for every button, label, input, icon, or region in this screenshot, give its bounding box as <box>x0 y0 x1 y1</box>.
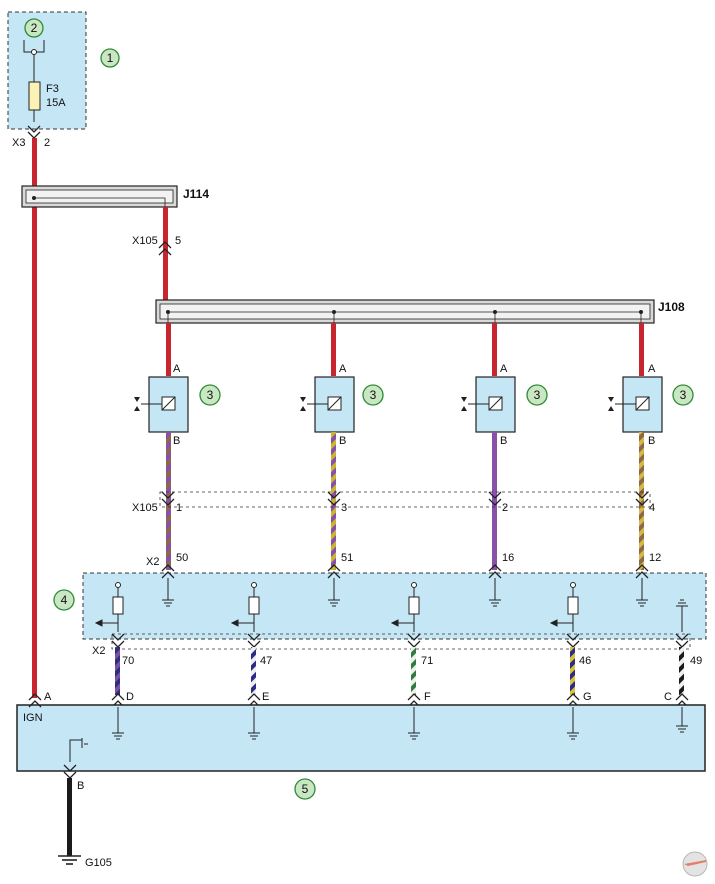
watermark-logo <box>682 851 708 877</box>
x105-top-pin: 5 <box>175 235 181 247</box>
lower-wire-g: 46 G <box>566 633 592 708</box>
relay-column-3: A B 2 16 <box>461 323 516 570</box>
ground-g105-label: G105 <box>85 857 112 869</box>
svg-text:3: 3 <box>680 388 687 402</box>
relay-1-x2-pin: 50 <box>176 552 188 564</box>
svg-text:3: 3 <box>370 388 377 402</box>
connector-x105-label: X105 <box>132 502 158 514</box>
splice-j114-label: J114 <box>183 187 209 201</box>
module-5: A IGN B <box>16 691 706 792</box>
module-ground-pin: B <box>77 780 84 792</box>
relay-4-x105-pin: 4 <box>649 502 655 514</box>
callout-3-relay-3: 3 <box>526 384 548 406</box>
lower-wire-c-module-pin: C <box>664 691 672 703</box>
fuse-box: F3 15A <box>7 11 87 130</box>
svg-text:5: 5 <box>302 782 309 796</box>
fuse-rating: 15A <box>46 97 66 109</box>
relay-2-pin-b: B <box>339 435 346 447</box>
relay-4-pin-b: B <box>648 435 655 447</box>
lower-wire-d: 70 D <box>111 633 134 708</box>
splice-j114: J114 <box>21 185 209 208</box>
svg-text:3: 3 <box>534 388 541 402</box>
svg-text:1: 1 <box>107 51 114 65</box>
lower-wire-g-x2-pin: 46 <box>579 655 591 667</box>
lower-wire-c-x2-pin: 49 <box>690 655 702 667</box>
connector-x105-top: X105 5 <box>132 235 181 256</box>
lower-wire-d-x2-pin: 70 <box>122 655 134 667</box>
callout-3-relay-2: 3 <box>362 384 384 406</box>
svg-text:2: 2 <box>31 21 38 35</box>
wire-ground <box>67 778 72 856</box>
wire-j114-x105 <box>163 207 168 301</box>
svg-text:3: 3 <box>207 388 214 402</box>
svg-text:4: 4 <box>61 593 68 607</box>
wire-ign-feed <box>32 138 37 698</box>
lower-wire-d-module-pin: D <box>126 691 134 703</box>
connector-x3-pin: 2 <box>44 137 50 149</box>
relay-3-x2-pin: 16 <box>502 552 514 564</box>
lower-wire-e-module-pin: E <box>262 691 269 703</box>
lower-wire-e: 47 E <box>247 633 272 708</box>
callout-4: 4 <box>53 589 75 611</box>
relay-3-pin-b: B <box>500 435 507 447</box>
lower-wire-f: 71 F <box>407 633 433 708</box>
relay-column-2: A B 3 51 <box>300 323 355 570</box>
relay-column-1: A B 1 50 <box>134 323 189 570</box>
splice-j108-label: J108 <box>658 300 685 314</box>
splice-j108: J108 <box>155 299 685 324</box>
ground-g105 <box>58 855 81 865</box>
callout-3-relay-1: 3 <box>199 384 221 406</box>
relay-4-x2-pin: 12 <box>649 552 661 564</box>
module-ign-label: IGN <box>23 712 43 724</box>
relay-1-x105-pin: 1 <box>176 502 182 514</box>
callout-1: 1 <box>100 48 120 68</box>
connector-x3-name: X3 <box>12 137 25 149</box>
relay-2-pin-a: A <box>339 363 347 375</box>
relay-4-pin-a: A <box>648 363 656 375</box>
callout-5: 5 <box>294 778 316 800</box>
lower-wire-f-x2-pin: 71 <box>421 655 433 667</box>
fuse-name: F3 <box>46 83 59 95</box>
connector-x105-body <box>159 491 651 508</box>
lower-wire-g-module-pin: G <box>583 691 592 703</box>
relay-3-x105-pin: 2 <box>502 502 508 514</box>
relay-2-x2-pin: 51 <box>341 552 353 564</box>
relay-2-x105-pin: 3 <box>341 502 347 514</box>
fuse-f3 <box>28 81 41 111</box>
lower-wire-c: 49 C <box>664 633 702 708</box>
lower-wire-f-module-pin: F <box>424 691 431 703</box>
relay-1-pin-b: B <box>173 435 180 447</box>
lower-wire-e-x2-pin: 47 <box>260 655 272 667</box>
connector-x2-upper-label: X2 <box>146 556 159 568</box>
connector-x2-lower-label: X2 <box>92 645 105 657</box>
relay-3-pin-a: A <box>500 363 508 375</box>
connector-x3: X3 2 <box>12 125 50 149</box>
relay-1-pin-a: A <box>173 363 181 375</box>
callout-2: 2 <box>24 18 44 38</box>
x105-top-name: X105 <box>132 235 158 247</box>
callout-3-relay-4: 3 <box>672 384 694 406</box>
module-4: X2 <box>82 556 707 640</box>
module-ign-pin: A <box>44 691 52 703</box>
relay-column-4: A B 4 12 <box>608 323 663 570</box>
